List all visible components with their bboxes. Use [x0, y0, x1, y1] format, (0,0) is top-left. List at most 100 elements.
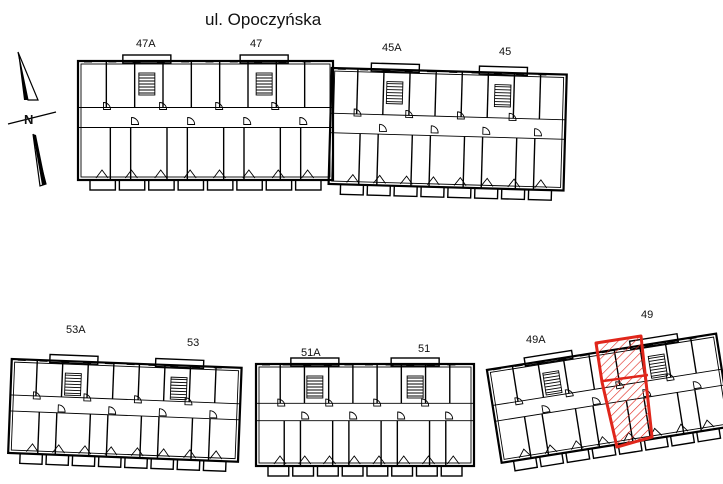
window [558, 357, 567, 361]
window [579, 354, 588, 357]
room-divider [676, 392, 685, 435]
building-label-51: 51 [418, 343, 430, 355]
balcony [294, 179, 322, 191]
balcony-door [104, 446, 118, 456]
balcony-door [544, 444, 558, 455]
balcony [45, 453, 70, 466]
room-divider [207, 418, 211, 461]
balcony-door [507, 178, 521, 188]
building-outer-wall [254, 362, 476, 468]
staircase [306, 375, 324, 399]
balcony [236, 179, 263, 191]
door-swing [209, 410, 218, 419]
balcony-door [446, 455, 460, 465]
room-divider [190, 417, 194, 460]
stair-step [65, 374, 82, 377]
building-label-45: 45 [499, 46, 511, 58]
building-outer-wall [7, 357, 243, 463]
building-51-51a[interactable] [254, 357, 476, 477]
balcony [591, 444, 617, 460]
balcony [420, 185, 445, 198]
door-swing [32, 391, 41, 400]
balcony-door [323, 455, 336, 465]
stair-core-roof [523, 349, 574, 367]
balcony-door [273, 455, 287, 465]
balcony [473, 187, 499, 200]
room-divider [538, 73, 542, 120]
stair-step [649, 364, 666, 368]
stair-step [170, 396, 187, 399]
stair-core-roof [122, 54, 172, 64]
building-inner-wall [258, 366, 472, 464]
corridor-line [330, 112, 566, 121]
room-divider [36, 412, 41, 455]
balcony [19, 452, 44, 465]
balcony-door [183, 169, 197, 179]
building-47-47a[interactable] [76, 54, 335, 191]
corridor-line [10, 394, 241, 405]
building-inner-wall [331, 70, 565, 188]
stair-step [170, 390, 187, 393]
stair-step [64, 386, 81, 389]
balcony [150, 457, 175, 470]
balcony [202, 459, 227, 473]
staircase [406, 375, 424, 399]
stair-core-roof [239, 54, 289, 64]
room-divider [382, 69, 385, 115]
balcony [89, 179, 117, 191]
room-divider [689, 337, 697, 374]
balcony [643, 435, 669, 451]
balcony-door [372, 455, 386, 465]
door-swing [187, 117, 196, 125]
balcony-door [480, 177, 494, 187]
room-divider [376, 134, 379, 186]
door-swing [277, 398, 286, 407]
stair-step [649, 361, 666, 365]
staircase [169, 376, 188, 401]
door-swing [397, 411, 406, 420]
stair-step [650, 367, 667, 371]
door-swing [508, 112, 517, 121]
building-53-53a[interactable] [7, 353, 243, 473]
north-letter: N [24, 112, 33, 127]
stair-step [545, 387, 562, 391]
balcony [500, 188, 526, 201]
stair-step [64, 392, 81, 395]
stair-step [543, 378, 560, 382]
balcony [341, 465, 364, 477]
room-divider [355, 68, 359, 114]
stair-step [651, 373, 668, 377]
room-divider [428, 135, 432, 187]
balcony-door [534, 179, 548, 189]
door-swing [456, 111, 465, 120]
door-swing [57, 404, 66, 413]
selected-apartment-highlight[interactable] [594, 334, 654, 449]
stair-step [170, 378, 188, 381]
balcony-door [347, 455, 361, 465]
balcony [669, 431, 696, 447]
building-45-45a[interactable] [327, 62, 568, 201]
door-swing [378, 123, 387, 133]
room-divider [156, 416, 160, 459]
staircase [255, 72, 273, 96]
room-divider [588, 353, 596, 390]
balcony-door [213, 169, 226, 179]
balcony [565, 448, 591, 464]
stair-step [544, 384, 561, 388]
window [666, 340, 675, 343]
stair-step [65, 377, 82, 380]
room-divider [105, 414, 109, 457]
room-divider [532, 138, 536, 190]
balcony-door [25, 443, 39, 453]
stair-step [170, 393, 187, 396]
door-swing [158, 408, 167, 417]
balcony-door [397, 455, 411, 465]
room-divider [60, 360, 64, 397]
door-swing [103, 102, 111, 110]
balcony [447, 186, 472, 199]
room-divider [460, 71, 464, 117]
building-label-53: 53 [187, 337, 199, 349]
door-swing [541, 405, 551, 414]
staircase [493, 84, 512, 108]
